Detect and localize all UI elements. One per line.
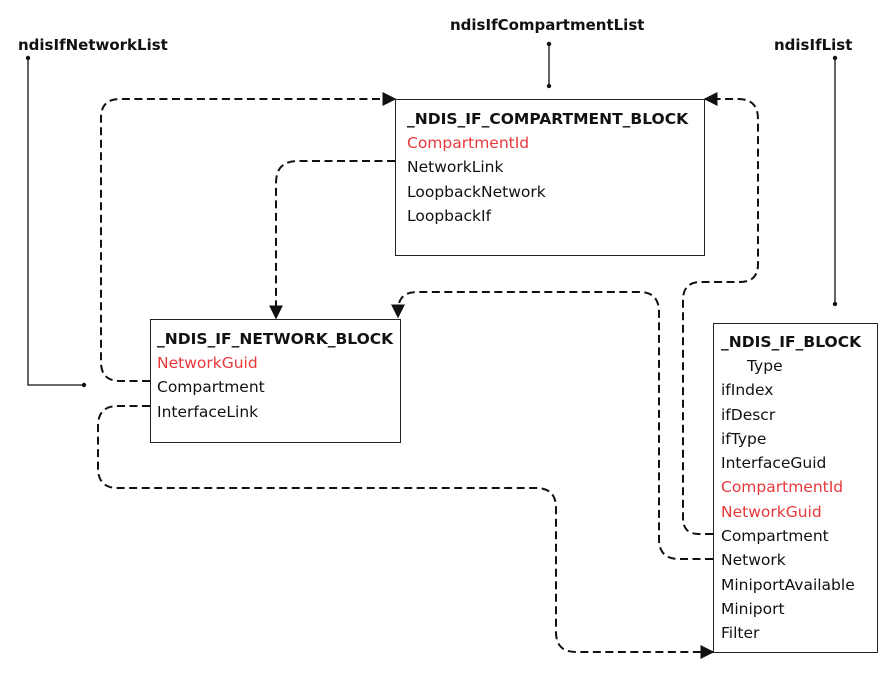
field-if-network: Network [721,551,786,570]
field-miniport-available: MiniportAvailable [721,575,855,594]
compartment-block-title: _NDIS_IF_COMPARTMENT_BLOCK [407,110,689,128]
pointer-links [97,92,759,659]
link-network-compartment-to-compartment-block [100,92,397,382]
network-block: _NDIS_IF_NETWORK_BLOCK NetworkGuid Compa… [150,319,401,443]
compartment-block: _NDIS_IF_COMPARTMENT_BLOCK CompartmentId… [395,99,705,256]
network-list-line [27,58,84,386]
field-if-network-guid: NetworkGuid [721,502,822,521]
field-if-index: ifIndex [721,381,774,400]
field-filter: Filter [721,624,760,643]
field-miniport: Miniport [721,599,785,618]
field-network-guid: NetworkGuid [157,354,258,372]
field-compartment-id: CompartmentId [407,134,530,152]
field-interface-guid: InterfaceGuid [721,454,827,473]
field-type: Type [747,357,783,375]
network-list-label: ndisIfNetworkList [18,36,168,54]
field-if-compartment-id: CompartmentId [721,478,844,497]
field-if-descr: ifDescr [721,405,776,424]
field-if-compartment: Compartment [721,527,829,546]
if-block-title: _NDIS_IF_BLOCK [721,333,862,351]
field-interface-link: InterfaceLink [157,402,259,421]
if-list-label: ndisIfList [774,36,853,54]
link-if-compartment-to-compartment-block [682,92,759,535]
link-if-network-to-network-block [391,291,713,560]
if-block: _NDIS_IF_BLOCK Type ifIndex ifDescr ifTy… [713,323,878,653]
list-head-dots [25,41,838,388]
link-interfacelink-to-if-block [97,405,715,659]
link-networklink-to-network-block [269,160,395,320]
field-loopback-if: LoopbackIf [407,206,492,225]
list-head-lines [27,44,836,386]
compartment-list-label: ndisIfCompartmentList [450,16,645,34]
field-loopback-network: LoopbackNetwork [407,182,546,201]
field-compartment: Compartment [157,378,265,397]
network-block-title: _NDIS_IF_NETWORK_BLOCK [157,330,394,348]
field-network-link: NetworkLink [407,158,504,177]
field-if-type: ifType [721,429,767,448]
